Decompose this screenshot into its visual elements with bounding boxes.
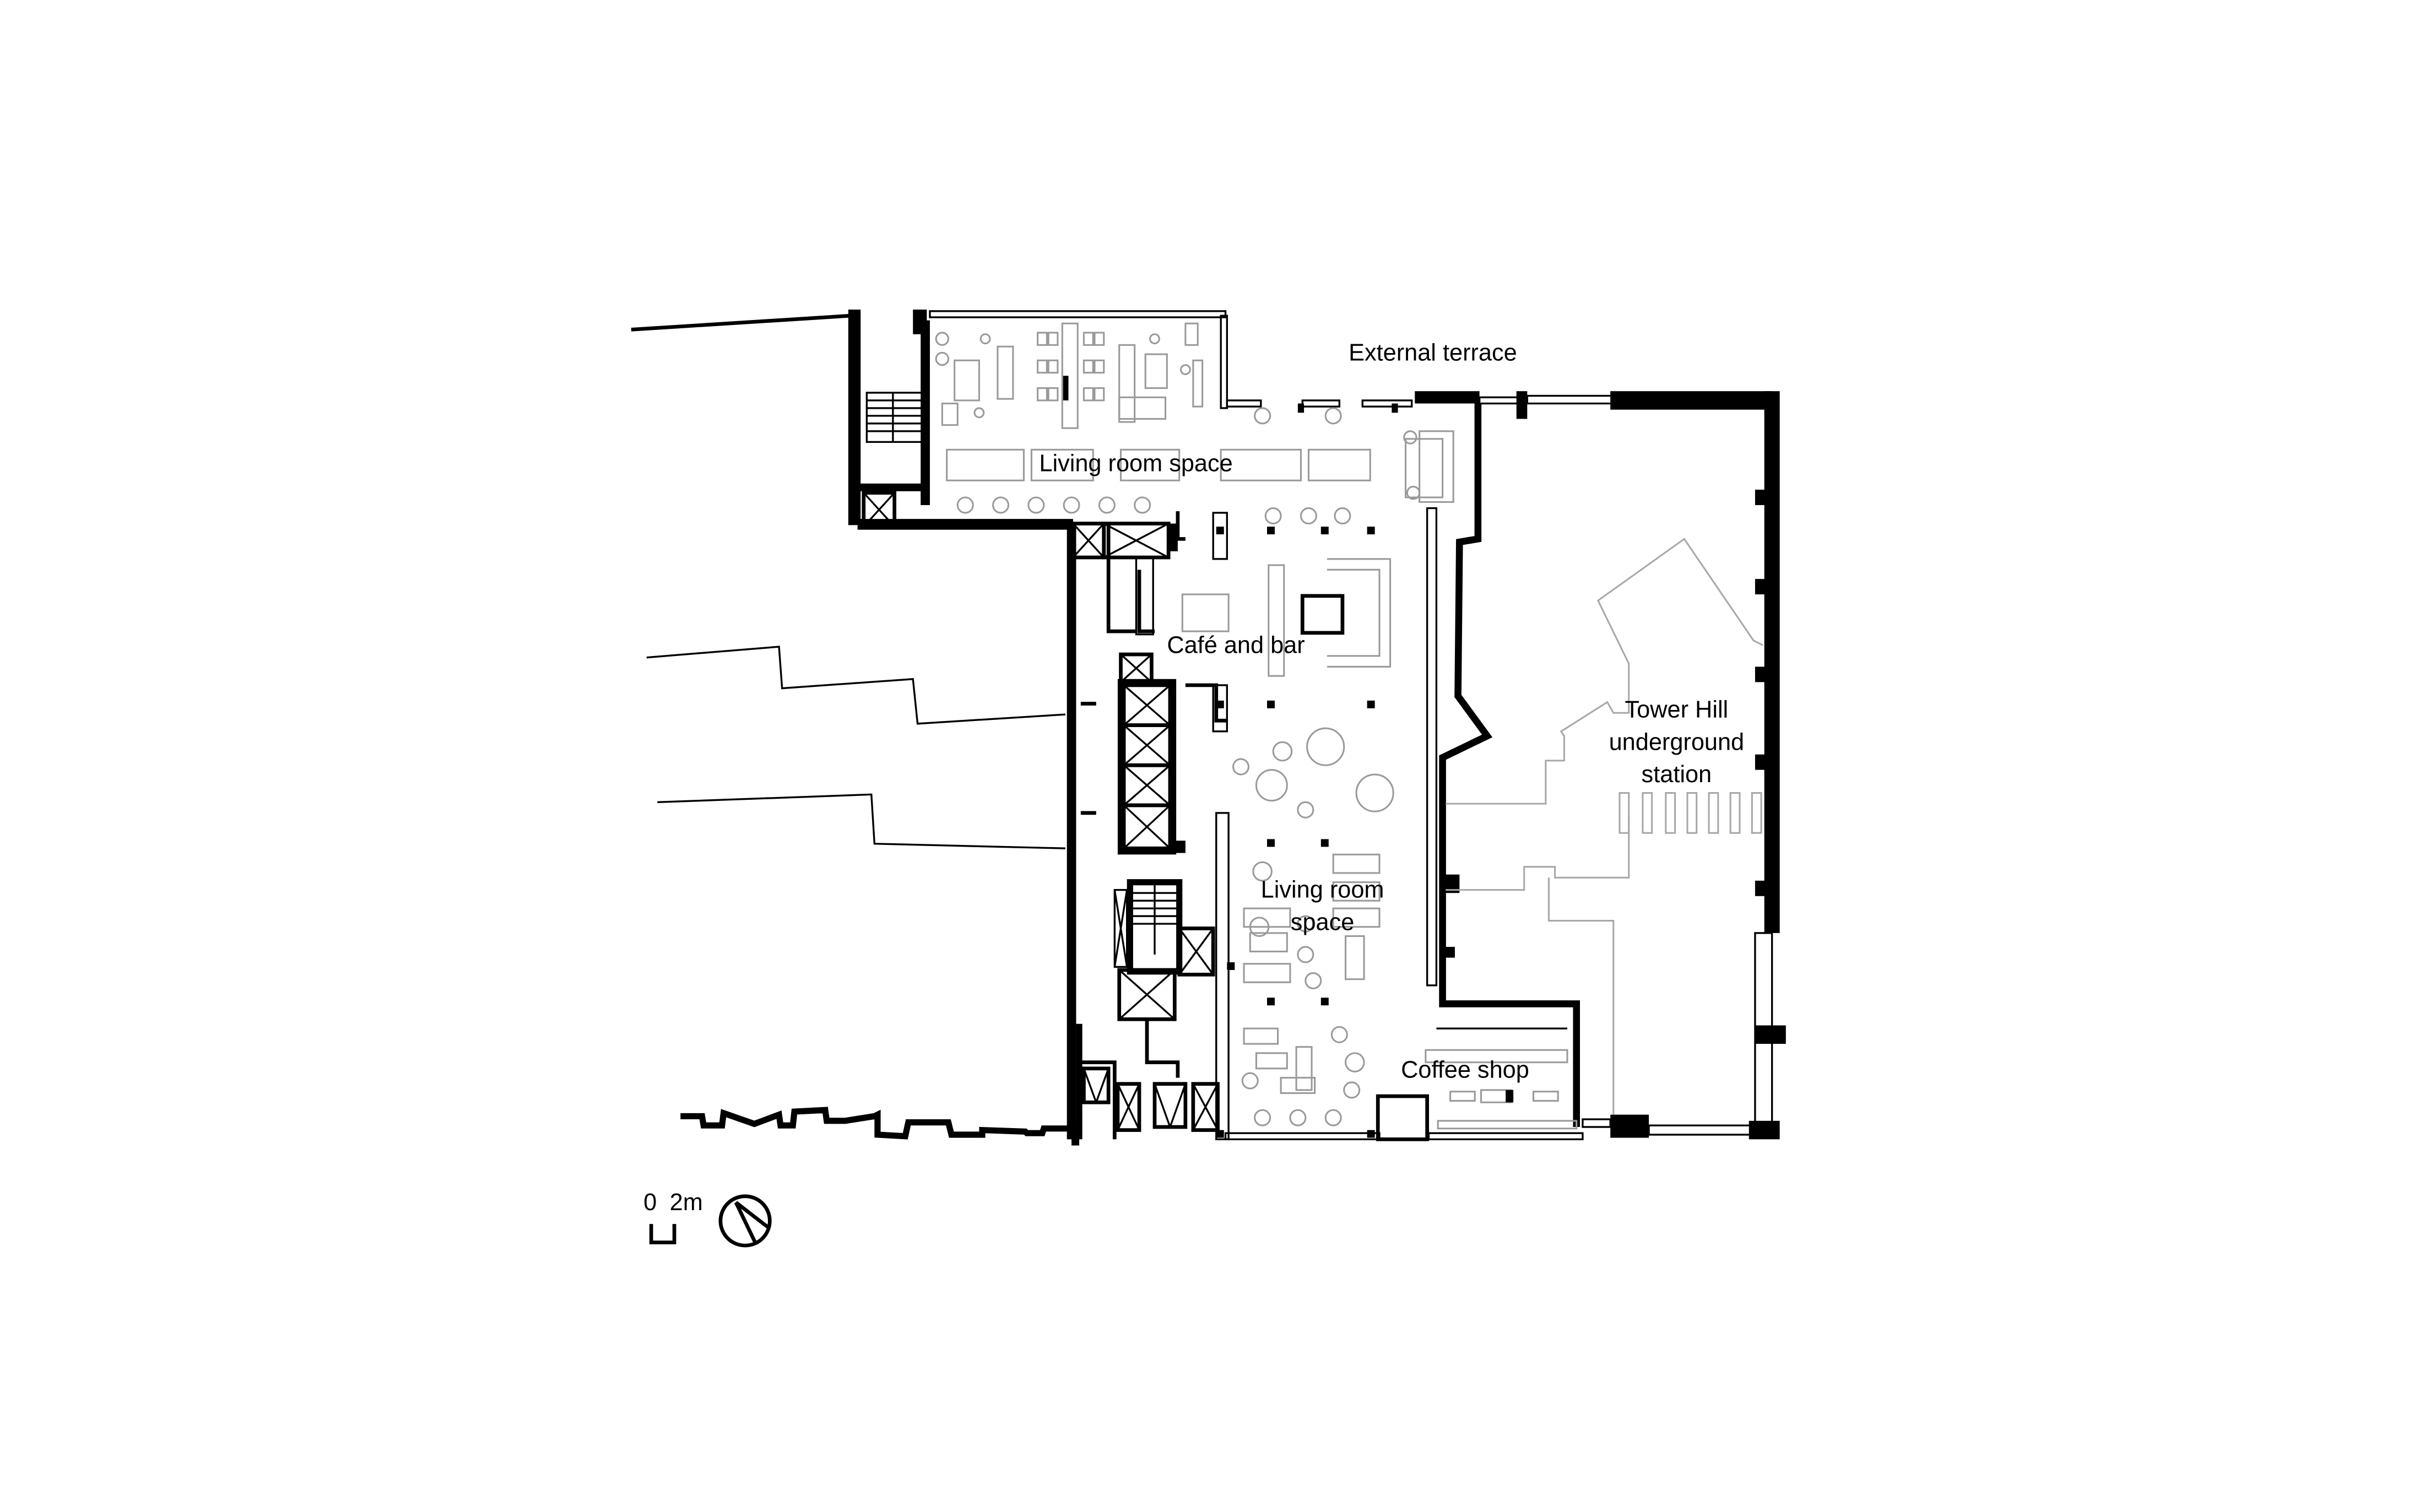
label-living-room-lower-line2: space [1291, 909, 1355, 935]
exterior-walls [848, 310, 1780, 1146]
station-ticket-hall-outline [1446, 538, 1763, 1115]
scale-start-label: 0 [643, 1189, 657, 1216]
station-gates [1619, 792, 1762, 834]
site-boundary-lines [631, 313, 1078, 1140]
label-living-room-lower-line1: Living room [1261, 877, 1384, 903]
stair-lower-core [1113, 879, 1183, 975]
building-core [862, 392, 1230, 1141]
label-tower-hill-line2: underground [1609, 729, 1745, 755]
label-tower-hill-line3: station [1642, 761, 1712, 788]
round-tables-row-upper [956, 407, 1351, 525]
station-pilasters [1442, 490, 1786, 1044]
stair-upper-left [865, 392, 923, 443]
chair-grid [1037, 332, 1105, 402]
label-external-terrace: External terrace [1349, 339, 1517, 366]
furniture [935, 322, 1578, 1141]
label-tower-hill-line1: Tower Hill [1625, 697, 1729, 723]
cafe-bar-counter [1181, 558, 1392, 677]
scale-end-label: 2m [670, 1189, 703, 1216]
north-arrow-icon [718, 1194, 772, 1248]
structural-columns [1062, 376, 1398, 1138]
lift-shafts [862, 491, 1220, 1132]
label-coffee-shop: Coffee shop [1401, 1057, 1529, 1083]
label-living-room-upper: Living room space [1039, 450, 1232, 476]
long-tables [946, 438, 1444, 498]
room-labels: External terrace Living room space Café … [1039, 339, 1744, 1083]
scale-bar: 0 2m [643, 1189, 703, 1244]
label-cafe-and-bar: Café and bar [1167, 632, 1305, 658]
